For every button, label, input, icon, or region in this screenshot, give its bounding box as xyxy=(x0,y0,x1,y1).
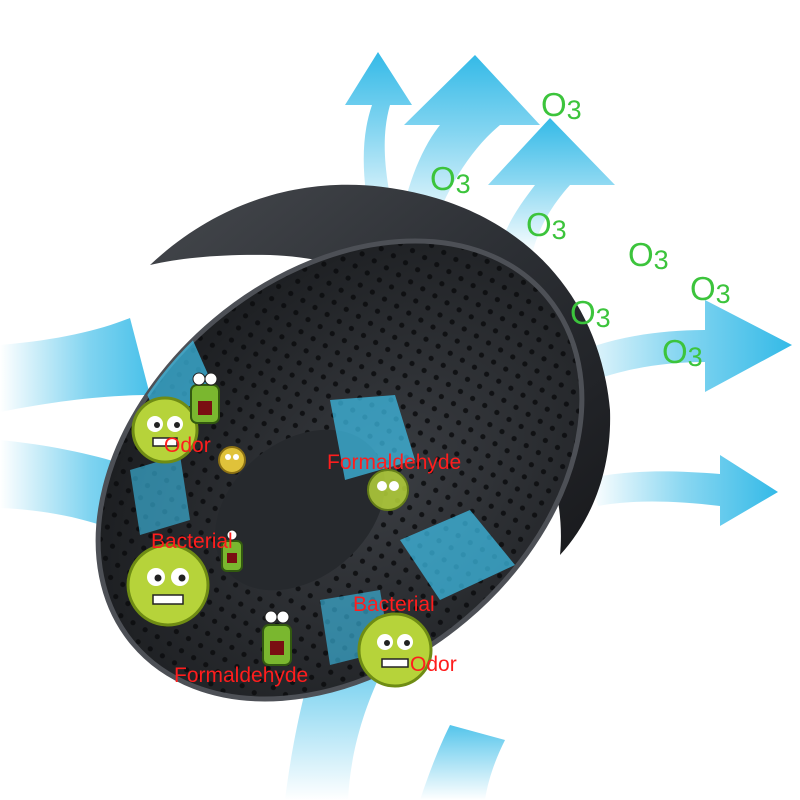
bacterial-label-right: Bacterial xyxy=(353,593,435,616)
airflow-arrow-right-2 xyxy=(590,455,778,526)
ozone-letter: O xyxy=(570,294,596,331)
ozone-letter: O xyxy=(541,86,567,123)
round-air-purifier xyxy=(95,184,611,702)
airflow-arrow-right-1 xyxy=(560,300,792,392)
germ-icon-monster-bottom xyxy=(262,610,292,666)
ozone-digit: 3 xyxy=(551,215,567,245)
ozone-label: O3 xyxy=(430,162,471,198)
airflow-in-bottom-2 xyxy=(420,725,505,800)
device-front-face xyxy=(95,238,585,702)
formaldehyde-label-bottom: Formaldehyde xyxy=(174,664,309,687)
airflow-arrows-outgoing xyxy=(345,52,792,526)
ozone-digit: 3 xyxy=(595,303,611,333)
ozone-letter: O xyxy=(662,333,688,370)
ozone-label: O3 xyxy=(526,208,567,244)
airflow-arrow-up-3 xyxy=(488,118,615,255)
ozone-label: O3 xyxy=(570,296,611,332)
germ-icon-bacterial-right xyxy=(357,612,433,688)
ozone-label: O3 xyxy=(690,272,731,308)
germ-icon-monster-middle xyxy=(221,529,243,572)
ozone-letter: O xyxy=(430,160,456,197)
airflow-in-left-1 xyxy=(0,318,150,412)
ozone-label: O3 xyxy=(541,88,582,124)
ozone-digit: 3 xyxy=(715,279,731,309)
odor-label-lower: Odor xyxy=(410,653,457,676)
ozone-letter: O xyxy=(628,236,654,273)
ozone-digit: 3 xyxy=(455,169,471,199)
ozone-label: O3 xyxy=(662,335,703,371)
ozone-letter: O xyxy=(526,206,552,243)
ozone-letter: O xyxy=(690,270,716,307)
germ-icon-monster-upper xyxy=(190,372,220,424)
germ-cluster xyxy=(126,372,433,688)
airflow-arrow-up-2 xyxy=(398,55,540,238)
odor-label-upper: Odor xyxy=(164,434,211,457)
ozone-label: O3 xyxy=(628,238,669,274)
ozone-digit: 3 xyxy=(653,245,669,275)
germ-icon-bacterial-large xyxy=(126,543,210,627)
bacterial-label-left: Bacterial xyxy=(151,530,233,553)
formaldehyde-label-center: Formaldehyde xyxy=(327,451,462,474)
ozone-digit: 3 xyxy=(687,342,703,372)
germ-icon-odor-small xyxy=(218,446,246,474)
airflow-arrow-up-1 xyxy=(345,52,412,232)
germ-icon-odor-large xyxy=(131,396,199,464)
germ-icon-formaldehyde-center xyxy=(367,469,409,511)
ozone-digit: 3 xyxy=(566,95,582,125)
